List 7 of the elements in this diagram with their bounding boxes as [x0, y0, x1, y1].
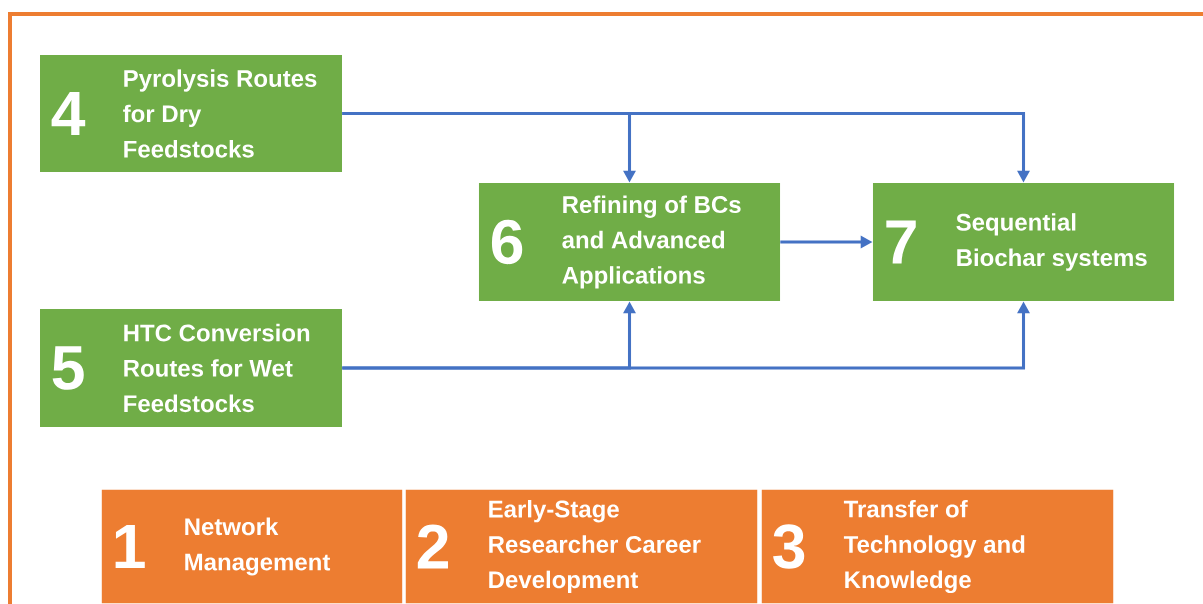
process-box: 4 Pyrolysis Routes for Dry Feedstocks — [40, 54, 342, 173]
process-box: 6 Refining of BCs and Advanced Applications — [478, 183, 781, 301]
process-box: 5 HTC Conversion Routes for Wet Feedstocks — [40, 309, 342, 427]
work-package-box: 1 Network Management — [100, 488, 404, 604]
work-package-box: 2 Early-Stage Researcher Career Development — [404, 488, 759, 604]
process-box: 7 Sequential Biochar systems — [873, 183, 1175, 301]
work-package-box: 3 Transfer of Technology and Knowledge — [760, 488, 1115, 604]
